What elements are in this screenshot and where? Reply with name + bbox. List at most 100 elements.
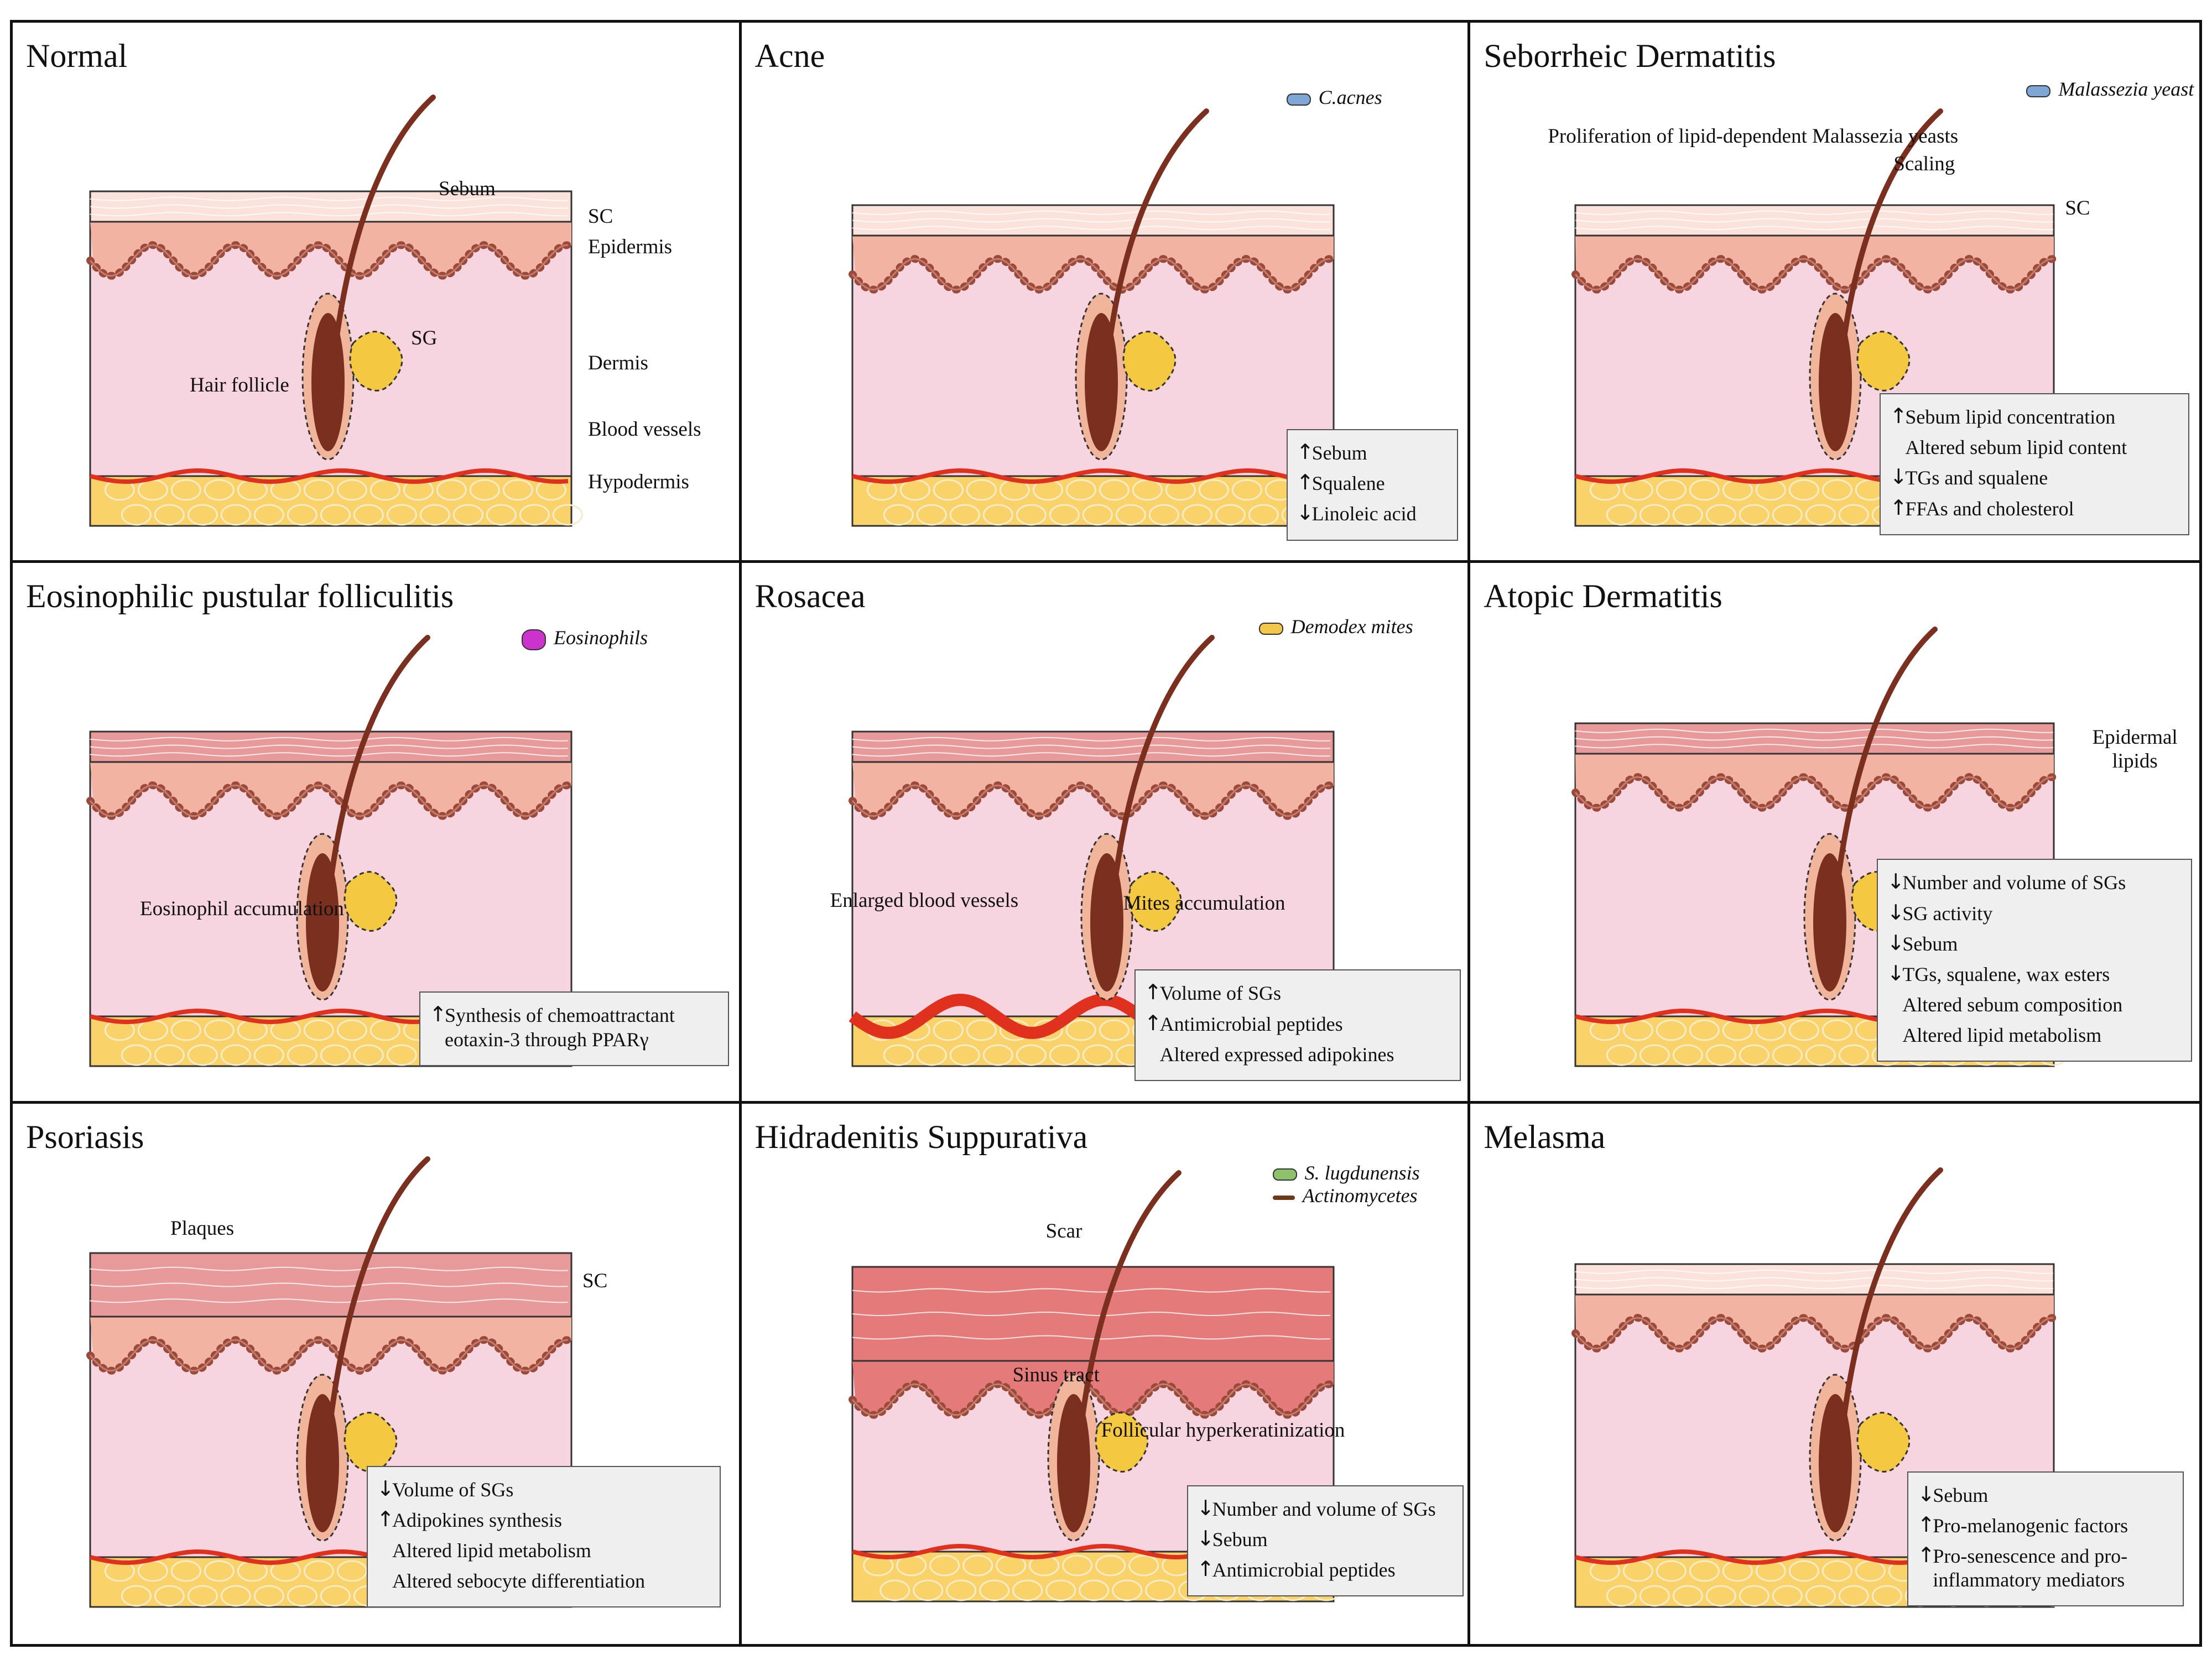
label-proliferation: Proliferation of lipid-dependent Malasse…	[1548, 125, 1959, 148]
basal-line	[1575, 1317, 2054, 1350]
sc-line	[851, 752, 1330, 757]
down-arrow-icon: ↓	[377, 1476, 394, 1501]
fat-cell	[883, 1044, 914, 1066]
fat-cell	[1805, 504, 1836, 526]
info-row-text: Number and volume of SGs	[1902, 871, 2126, 894]
sebaceous-gland	[1122, 331, 1176, 392]
fat-cell	[1739, 504, 1770, 526]
down-arrow-icon: ↓	[1196, 1526, 1215, 1551]
info-row-text: Sebum	[1933, 1484, 1989, 1506]
info-row: Altered expressed adipokines	[1144, 1043, 1451, 1067]
fat-cell	[1099, 1019, 1130, 1041]
hair-shaft	[325, 95, 436, 440]
info-row: Altered lipid metabolism	[377, 1539, 711, 1563]
fat-cell	[1016, 1044, 1047, 1066]
sc-line	[852, 744, 1330, 749]
info-row-text: Squalene	[1311, 472, 1385, 495]
fat-cell	[966, 1019, 997, 1041]
fat-cell	[204, 1560, 235, 1582]
fat-cell	[1182, 504, 1212, 526]
epidermis	[90, 1316, 571, 1371]
legend-label: Demodex mites	[1290, 615, 1413, 638]
fat-cell	[1689, 1560, 1720, 1582]
sc-line	[1575, 226, 2054, 231]
stratum-corneum	[851, 730, 1335, 763]
fat-cell	[253, 1044, 284, 1066]
fat-cell	[1045, 1579, 1076, 1601]
demodex-mite-icon	[1258, 623, 1283, 635]
fat-cell	[452, 504, 483, 526]
sc-line	[1575, 1277, 2054, 1282]
fat-cell	[945, 1579, 976, 1601]
fat-cell	[916, 1044, 947, 1066]
fat-cell	[386, 504, 417, 526]
sc-line	[90, 744, 569, 749]
panel-title: Psoriasis	[26, 1118, 144, 1155]
info-row-text: Altered expressed adipokines	[1159, 1043, 1394, 1066]
fat-cell	[320, 1044, 351, 1066]
bacterium-rod-icon	[1272, 1168, 1297, 1181]
sc-line	[90, 1298, 569, 1303]
sc-line	[852, 1311, 1330, 1316]
legend-item: Eosinophils	[522, 627, 648, 651]
down-arrow-icon: ↓	[1887, 930, 1905, 955]
fat-cell	[187, 1585, 218, 1607]
legend: Demodex mites	[1258, 615, 1413, 638]
fat-cell	[1656, 479, 1687, 501]
fat-cell	[154, 1044, 185, 1066]
info-row: ↓Sebum	[1887, 932, 2182, 956]
skin-diagram	[848, 635, 1345, 1067]
fat-cell	[502, 479, 533, 501]
basal-line	[89, 1339, 569, 1372]
basal-line	[89, 244, 569, 277]
fat-cell	[1822, 479, 1853, 501]
fat-cell	[1111, 1579, 1142, 1601]
up-arrow-icon: ↑	[1917, 1543, 1935, 1568]
fat-cell	[320, 1585, 351, 1607]
fat-cell	[1049, 1044, 1080, 1066]
info-row-text: Sebum lipid concentration	[1905, 406, 2116, 428]
yeast-icon	[2026, 85, 2051, 97]
info-row-text: Number and volume of SGs	[1212, 1497, 1436, 1520]
label-scaling: Scaling	[1893, 153, 1955, 175]
fat-cell	[1689, 479, 1720, 501]
fat-cell	[154, 1585, 185, 1607]
hair-shaft	[1070, 1170, 1182, 1521]
stratum-corneum	[851, 204, 1335, 237]
fat-cell	[336, 479, 367, 501]
info-box: ↑Synthesis of chemoattractant eotaxin-3 …	[419, 991, 729, 1066]
stratum-corneum	[89, 1252, 572, 1318]
fat-cell	[253, 504, 284, 526]
up-arrow-icon: ↑	[1144, 980, 1162, 1005]
fat-cell	[1822, 1560, 1853, 1582]
label-enlarged-vessels: Enlarged blood vessels	[830, 889, 1019, 912]
skin-diagram	[86, 635, 583, 1067]
info-row-text: Antimicrobial peptides	[1159, 1012, 1343, 1035]
info-row-text: SG activity	[1902, 902, 1993, 925]
info-row: ↓TGs and squalene	[1890, 466, 2179, 490]
fat-cell	[1789, 1019, 1820, 1041]
info-box: ↓Sebum↑Pro-melanogenic factors↑Pro-senes…	[1907, 1471, 2184, 1607]
fat-cell	[552, 504, 583, 526]
skin-diagram	[848, 1170, 1341, 1603]
legend-item: Actinomycetes	[1272, 1184, 1420, 1207]
up-arrow-icon: ↑	[377, 1506, 394, 1531]
fat-cell	[220, 1044, 251, 1066]
info-row-text: Altered sebocyte differentiation	[392, 1570, 646, 1593]
info-row-text: Altered lipid metabolism	[1902, 1024, 2102, 1047]
info-row: Altered sebum lipid content	[1890, 436, 2179, 460]
sc-line	[852, 218, 1330, 223]
panel-title: Rosacea	[754, 578, 866, 615]
up-arrow-icon: ↑	[1296, 470, 1314, 495]
panel-title: Normal	[26, 38, 128, 74]
basal-line	[1575, 258, 2054, 291]
panel-title: Acne	[754, 38, 825, 74]
fat-cell	[1215, 504, 1246, 526]
fat-cell	[1673, 1585, 1704, 1607]
fat-cell	[982, 1044, 1013, 1066]
fat-cell	[1061, 1554, 1092, 1577]
